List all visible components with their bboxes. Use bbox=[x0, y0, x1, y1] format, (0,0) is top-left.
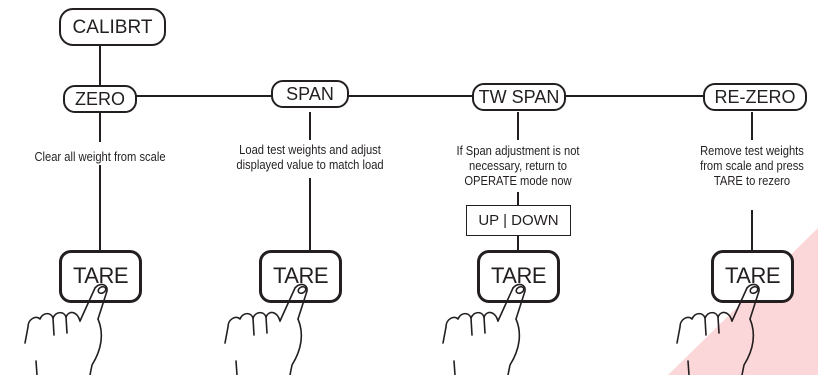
tare-key-span: TARE bbox=[259, 250, 342, 303]
zero-description: Clear all weight from scale bbox=[14, 149, 186, 164]
pointing-hand-icon bbox=[442, 283, 526, 375]
pointing-hand-icon bbox=[676, 283, 760, 375]
re-zero-description-line: TARE to rezero bbox=[713, 173, 791, 188]
up-down-key: UP | DOWN bbox=[466, 205, 571, 236]
tw-span-step-label: TW SPAN bbox=[478, 87, 560, 107]
calibrt-label: CALIBRT bbox=[72, 16, 153, 38]
tw-span-description-line: necessary, return to bbox=[469, 158, 567, 173]
calibrt-mode-box: CALIBRT bbox=[59, 8, 166, 46]
span-description-line: Load test weights and adjust bbox=[239, 142, 381, 157]
tare-key-tw-span: TARE bbox=[477, 250, 560, 303]
re-zero-step-label: RE-ZERO bbox=[714, 87, 796, 107]
tare-key-re-zero: TARE bbox=[711, 250, 794, 303]
tw-span-description: If Span adjustment is not necessary, ret… bbox=[441, 143, 596, 188]
zero-step-box: ZERO bbox=[63, 85, 137, 113]
span-step-box: SPAN bbox=[271, 80, 349, 108]
tw-span-description-line: If Span adjustment is not bbox=[456, 143, 580, 158]
zero-description-line: Clear all weight from scale bbox=[34, 149, 166, 164]
re-zero-description-line: Remove test weights bbox=[700, 143, 804, 158]
tare-key-zero: TARE bbox=[59, 250, 142, 303]
up-down-label: UP | DOWN bbox=[478, 212, 559, 229]
pointing-hand-icon bbox=[24, 283, 108, 375]
re-zero-description: Remove test weights from scale and press… bbox=[683, 143, 818, 188]
pointing-hand-icon bbox=[224, 283, 308, 375]
tw-span-step-box: TW SPAN bbox=[472, 83, 566, 111]
tw-span-description-line: OPERATE mode now bbox=[464, 173, 572, 188]
re-zero-description-line: from scale and press bbox=[700, 158, 804, 173]
span-description-line: displayed value to match load bbox=[236, 157, 384, 172]
span-description: Load test weights and adjust displayed v… bbox=[215, 142, 404, 172]
span-step-label: SPAN bbox=[286, 84, 334, 104]
zero-step-label: ZERO bbox=[74, 89, 125, 109]
re-zero-step-box: RE-ZERO bbox=[703, 83, 807, 111]
